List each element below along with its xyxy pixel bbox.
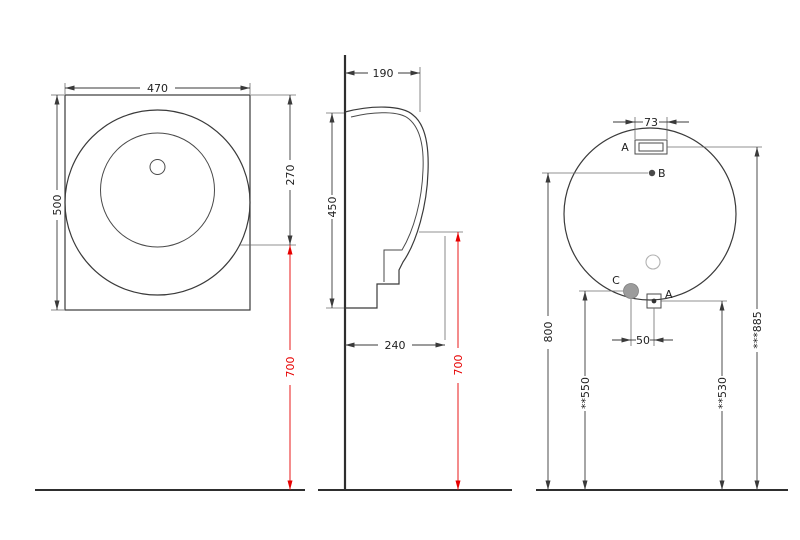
top-view-bowl-outer: [64, 109, 251, 296]
dim-side-mount-height: 700: [452, 355, 465, 376]
outlet-center-point: [651, 298, 657, 304]
dim-side-depth-top: 190: [373, 67, 394, 80]
label-water-inlet: B: [658, 167, 666, 180]
dim-front-spreader-width: 73: [644, 116, 658, 129]
dim-front-overall-height: ***885: [751, 311, 764, 349]
side-view-body-outline: [344, 106, 429, 309]
front-view-body-outline: [563, 127, 737, 301]
top-view-bowl-inner: [100, 132, 215, 248]
dim-front-c-height: **550: [579, 377, 592, 409]
top-view-drain-hole: [149, 159, 166, 175]
point-c: [623, 283, 639, 299]
top-view: 470 500 270 700: [51, 82, 297, 490]
side-view: 190 450 240 700: [326, 55, 465, 490]
label-outlet: A: [665, 288, 673, 301]
inlet-point: [648, 169, 656, 177]
label-spreader: A: [621, 141, 629, 154]
outlet-fitting: [646, 293, 662, 309]
spreader-fitting: [634, 139, 668, 155]
dim-front-inlet-height: 800: [542, 322, 555, 343]
side-view-bowl-inner-line: [350, 112, 424, 282]
spreader-inner: [638, 142, 664, 152]
dim-top-outlet-offset: 270: [284, 165, 297, 186]
dim-top-mount-height: 700: [284, 357, 297, 378]
spreader-outer: [634, 139, 668, 155]
dim-front-outlet-height: **530: [716, 377, 729, 409]
top-view-rim-outline: [64, 94, 251, 311]
dim-front-outlet-offset: 50: [636, 334, 650, 347]
label-c: C: [612, 274, 620, 287]
dim-side-height: 450: [326, 197, 339, 218]
front-view-drain-hole: [645, 254, 661, 270]
dim-top-height: 500: [51, 195, 64, 216]
front-view: A B C A 73 800: [542, 116, 764, 490]
dim-top-width: 470: [147, 82, 168, 95]
dim-side-depth-bottom: 240: [385, 339, 406, 352]
